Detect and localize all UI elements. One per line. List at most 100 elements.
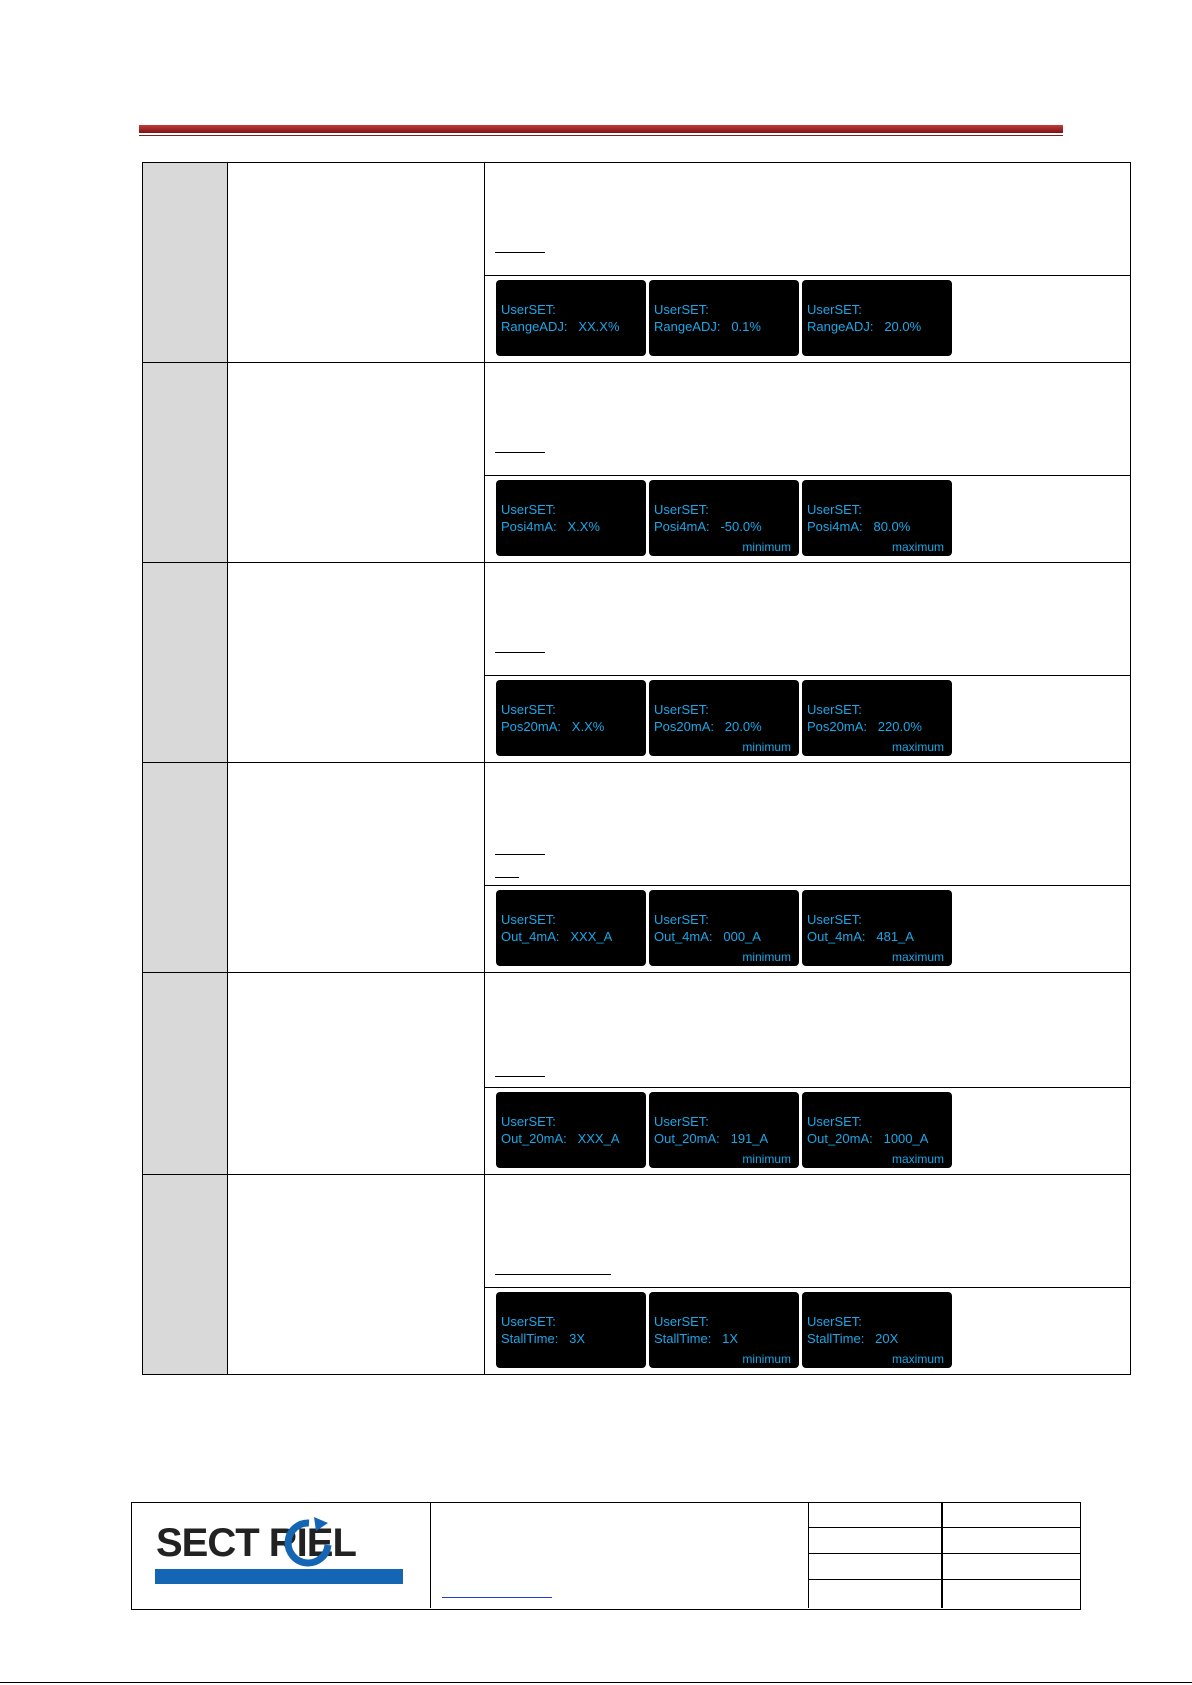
table-row: UserSET: Posi4mA: X.X% UserSET: Posi4mA:… xyxy=(142,362,1131,563)
parameter-table: UserSET: RangeADJ: XX.X% UserSET: RangeA… xyxy=(142,162,1131,1375)
row-index-cell xyxy=(142,762,228,973)
parameter-name-cell xyxy=(227,762,485,973)
row-index-cell xyxy=(142,362,228,563)
description-cell: UserSET: Out_4mA: XXX_A UserSET: Out_4mA… xyxy=(484,762,1131,973)
page-footer: SECT RIEL xyxy=(131,1502,1081,1610)
lcd-line2: Out_4mA: 481_A xyxy=(807,929,914,944)
lcd-line2: StallTime: 20X xyxy=(807,1331,899,1346)
lcd-tag: minimum xyxy=(742,1352,791,1366)
lcd-screens: UserSET: Out_20mA: XXX_A UserSET: Out_20… xyxy=(485,1087,1130,1174)
lcd-screen: UserSET: Out_4mA: 481_A maximum xyxy=(802,890,952,966)
lcd-line1: UserSET: xyxy=(501,912,556,927)
lcd-screens: UserSET: RangeADJ: XX.X% UserSET: RangeA… xyxy=(485,275,1130,362)
lcd-screen: UserSET: RangeADJ: 0.1% xyxy=(649,280,799,356)
row-index-cell xyxy=(142,1174,228,1375)
lcd-tag: minimum xyxy=(742,950,791,964)
lcd-tag: maximum xyxy=(891,1352,944,1366)
lcd-screen: UserSET: Out_20mA: 1000_A maximum xyxy=(802,1092,952,1168)
description-cell: UserSET: Pos20mA: X.X% UserSET: Pos20mA:… xyxy=(484,562,1131,763)
lcd-tag: maximum xyxy=(891,740,944,754)
lcd-screen: UserSET: StallTime: 3X xyxy=(496,1292,646,1368)
lcd-line1: UserSET: xyxy=(654,302,709,317)
lcd-line1: UserSET: xyxy=(807,1314,862,1329)
description-cell: UserSET: StallTime: 3X UserSET: StallTim… xyxy=(484,1174,1131,1375)
lcd-line1: UserSET: xyxy=(501,302,556,317)
lcd-screen: UserSET: Out_20mA: 191_A minimum xyxy=(649,1092,799,1168)
logo-cell: SECT RIEL xyxy=(132,1503,431,1608)
parameter-name-cell xyxy=(227,362,485,563)
lcd-screen: UserSET: Pos20mA: 220.0% maximum xyxy=(802,680,952,756)
parameter-name-cell xyxy=(227,1174,485,1375)
lcd-line1: UserSET: xyxy=(501,502,556,517)
row-index-cell xyxy=(142,562,228,763)
lcd-tag: maximum xyxy=(891,1152,944,1166)
document-info-grid xyxy=(808,1503,1080,1608)
row-index-cell xyxy=(142,162,228,363)
lcd-line2: RangeADJ: 0.1% xyxy=(654,319,761,334)
website-link[interactable] xyxy=(442,1597,552,1598)
description-cell: UserSET: RangeADJ: XX.X% UserSET: RangeA… xyxy=(484,162,1131,363)
parameter-name-cell xyxy=(227,972,485,1175)
lcd-screen: UserSET: StallTime: 20X maximum xyxy=(802,1292,952,1368)
row-index-cell xyxy=(142,972,228,1175)
bottom-rule xyxy=(0,1682,1192,1683)
header-rule xyxy=(139,125,1063,136)
lcd-line1: UserSET: xyxy=(501,702,556,717)
lcd-line1: UserSET: xyxy=(654,702,709,717)
lcd-screen: UserSET: Out_20mA: XXX_A xyxy=(496,1092,646,1168)
table-row: UserSET: RangeADJ: XX.X% UserSET: RangeA… xyxy=(142,162,1131,363)
description-cell: UserSET: Out_20mA: XXX_A UserSET: Out_20… xyxy=(484,972,1131,1175)
lcd-screens: UserSET: Posi4mA: X.X% UserSET: Posi4mA:… xyxy=(485,475,1130,562)
lcd-line2: Pos20mA: 20.0% xyxy=(654,719,762,734)
lcd-line2: Out_20mA: XXX_A xyxy=(501,1131,620,1146)
lcd-line1: UserSET: xyxy=(654,1314,709,1329)
table-row: UserSET: Pos20mA: X.X% UserSET: Pos20mA:… xyxy=(142,562,1131,763)
parameter-name-cell xyxy=(227,562,485,763)
lcd-line2: Out_20mA: 191_A xyxy=(654,1131,769,1146)
lcd-line1: UserSET: xyxy=(807,502,862,517)
lcd-screen: UserSET: RangeADJ: 20.0% xyxy=(802,280,952,356)
lcd-line2: Posi4mA: 80.0% xyxy=(807,519,911,534)
lcd-line2: Pos20mA: 220.0% xyxy=(807,719,922,734)
lcd-screens: UserSET: Out_4mA: XXX_A UserSET: Out_4mA… xyxy=(485,885,1130,972)
lcd-screen: UserSET: Pos20mA: X.X% xyxy=(496,680,646,756)
lcd-line2: RangeADJ: 20.0% xyxy=(807,319,922,334)
lcd-line1: UserSET: xyxy=(807,1114,862,1129)
lcd-tag: minimum xyxy=(742,540,791,554)
lcd-tag: maximum xyxy=(891,950,944,964)
lcd-line1: UserSET: xyxy=(807,302,862,317)
contact-cell xyxy=(430,1503,809,1608)
lcd-screen: UserSET: StallTime: 1X minimum xyxy=(649,1292,799,1368)
table-row: UserSET: Out_20mA: XXX_A UserSET: Out_20… xyxy=(142,972,1131,1175)
lcd-line2: StallTime: 3X xyxy=(501,1331,586,1346)
lcd-line1: UserSET: xyxy=(654,1114,709,1129)
logo-bar xyxy=(155,1569,403,1584)
lcd-screen: UserSET: Posi4mA: X.X% xyxy=(496,480,646,556)
table-row: UserSET: Out_4mA: XXX_A UserSET: Out_4mA… xyxy=(142,762,1131,973)
lcd-screen: UserSET: Posi4mA: 80.0% maximum xyxy=(802,480,952,556)
lcd-line1: UserSET: xyxy=(501,1114,556,1129)
lcd-line1: UserSET: xyxy=(807,702,862,717)
lcd-tag: minimum xyxy=(742,740,791,754)
lcd-line1: UserSET: xyxy=(654,912,709,927)
lcd-screen: UserSET: Out_4mA: 000_A minimum xyxy=(649,890,799,966)
lcd-tag: minimum xyxy=(742,1152,791,1166)
table-row: UserSET: StallTime: 3X UserSET: StallTim… xyxy=(142,1174,1131,1375)
lcd-line1: UserSET: xyxy=(807,912,862,927)
lcd-line1: UserSET: xyxy=(501,1314,556,1329)
lcd-screens: UserSET: StallTime: 3X UserSET: StallTim… xyxy=(485,1287,1130,1374)
lcd-screens: UserSET: Pos20mA: X.X% UserSET: Pos20mA:… xyxy=(485,675,1130,762)
lcd-line2: Out_4mA: 000_A xyxy=(654,929,761,944)
lcd-screen: UserSET: Posi4mA: -50.0% minimum xyxy=(649,480,799,556)
lcd-screen: UserSET: Pos20mA: 20.0% minimum xyxy=(649,680,799,756)
lcd-line2: Pos20mA: X.X% xyxy=(501,719,605,734)
lcd-line2: RangeADJ: XX.X% xyxy=(501,319,620,334)
lcd-line2: Posi4mA: X.X% xyxy=(501,519,600,534)
lcd-line2: Out_4mA: XXX_A xyxy=(501,929,613,944)
lcd-line2: Posi4mA: -50.0% xyxy=(654,519,762,534)
lcd-tag: maximum xyxy=(891,540,944,554)
description-cell: UserSET: Posi4mA: X.X% UserSET: Posi4mA:… xyxy=(484,362,1131,563)
lcd-screen: UserSET: RangeADJ: XX.X% xyxy=(496,280,646,356)
lcd-screen: UserSET: Out_4mA: XXX_A xyxy=(496,890,646,966)
lcd-line1: UserSET: xyxy=(654,502,709,517)
